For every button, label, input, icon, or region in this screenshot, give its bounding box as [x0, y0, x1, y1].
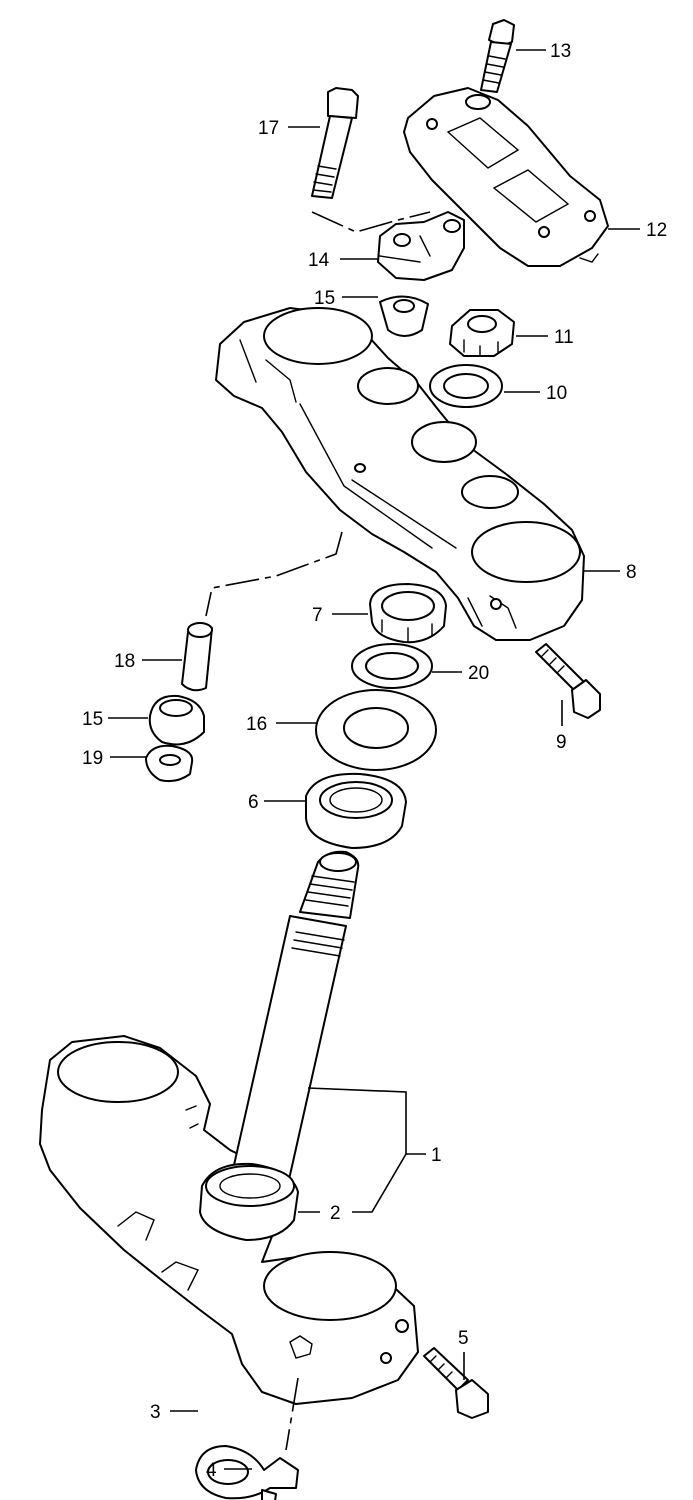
part-3-cable-clamp [195, 1445, 299, 1500]
part-15-cushion-lower [148, 694, 205, 746]
callout-2: 2 [330, 1203, 341, 1224]
part-13-bolt [480, 19, 515, 93]
part-11-stem-nut [449, 309, 515, 357]
callout-20: 20 [468, 663, 489, 684]
callout-19: 19 [82, 748, 103, 769]
part-10-washer [429, 364, 503, 408]
callout-4: 4 [206, 1460, 217, 1481]
part-8-upper-bracket [215, 307, 585, 641]
part-12-handlebar-clamp [403, 87, 609, 267]
part-16-dust-seal [315, 689, 437, 771]
part-6-bearing [305, 772, 407, 849]
part-7-lock-ring [369, 583, 447, 644]
callout-3: 3 [150, 1402, 161, 1423]
callout-1: 1 [431, 1145, 442, 1166]
part-17-bolt [311, 87, 359, 199]
callout-13: 13 [550, 41, 571, 62]
callout-17: 17 [258, 118, 279, 139]
part-1-steering-stem [39, 850, 419, 1405]
part-9-bolt [535, 643, 601, 719]
callout-6: 6 [248, 792, 259, 813]
part-2-lower-bearing [199, 1162, 299, 1241]
part-18-collar [181, 622, 213, 692]
callout-18: 18 [114, 651, 135, 672]
callout-10: 10 [546, 383, 567, 404]
part-15-cushion-upper [379, 295, 429, 337]
leader-lines [108, 49, 640, 1470]
callout-15-upper: 15 [314, 288, 335, 309]
part-5-bolt [423, 1347, 489, 1419]
callout-9: 9 [556, 732, 567, 753]
callout-7: 7 [312, 605, 323, 626]
centerline-17-14 [311, 211, 431, 233]
part-19-nut [145, 744, 194, 783]
callout-8: 8 [626, 562, 637, 583]
callout-5: 5 [458, 1328, 469, 1349]
callout-labels: 13 17 12 14 15 11 10 8 7 18 20 15 16 9 1… [82, 41, 667, 1481]
part-4-screw [261, 1489, 277, 1500]
callout-12: 12 [646, 220, 667, 241]
centerline-8-18 [205, 531, 343, 617]
centerline-1-3 [285, 1377, 299, 1451]
callout-15-lower: 15 [82, 709, 103, 730]
callout-11: 11 [554, 327, 574, 348]
part-14-clamp-holder [377, 211, 465, 281]
callout-14: 14 [308, 250, 330, 271]
part-20-washer [351, 643, 433, 689]
callout-16: 16 [246, 714, 267, 735]
